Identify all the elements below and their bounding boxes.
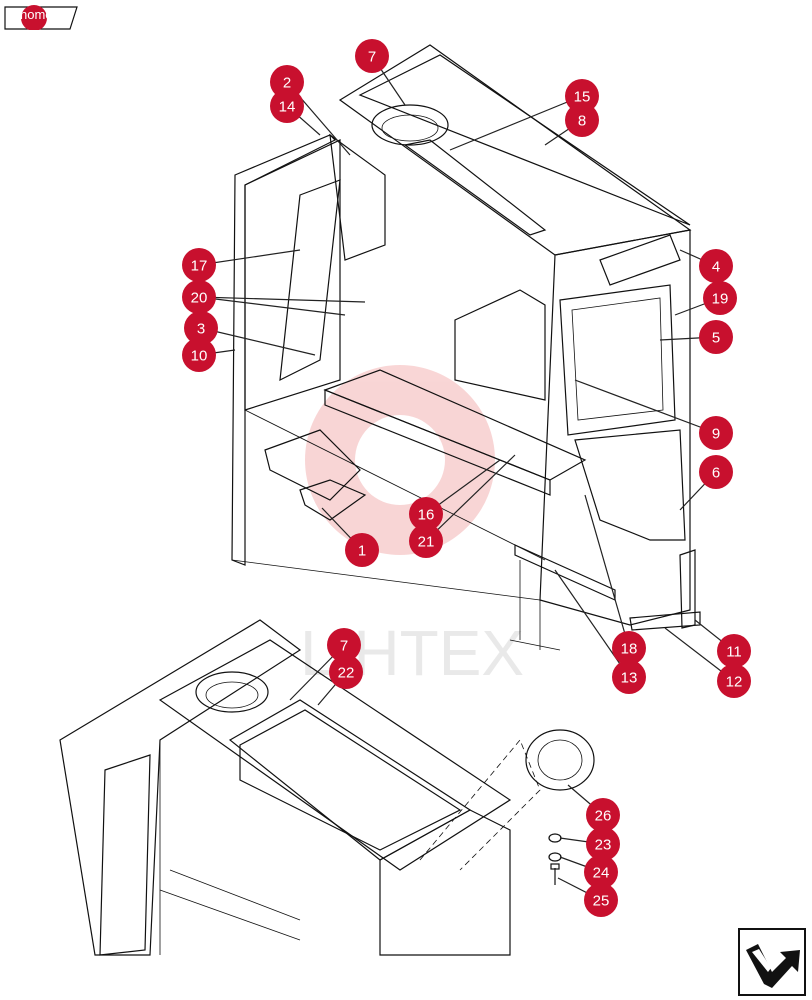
callout-label: 12 [726,674,743,691]
callout-label: 21 [418,534,435,551]
callout-5[interactable]: 5 [699,320,733,354]
callout-label: 17 [191,258,208,275]
home-button[interactable] [4,4,78,30]
callout-label: 8 [578,113,586,130]
next-page-button[interactable] [738,928,806,996]
callout-label: 19 [712,291,729,308]
callout-3[interactable]: 3 [184,311,218,345]
callout-25[interactable]: 25 [584,883,618,917]
callout-9[interactable]: 9 [699,416,733,450]
callout-18[interactable]: 18 [612,631,646,665]
gasket-ring [525,729,595,791]
callout-22[interactable]: 22 [329,655,363,689]
callout-2[interactable]: 2 [270,65,304,99]
callout-17[interactable]: 17 [182,248,216,282]
callout-16[interactable]: 16 [409,497,443,531]
callout-label: 9 [712,426,720,443]
callout-label: 3 [197,321,205,338]
callout-label: 6 [712,465,720,482]
callout-6[interactable]: 6 [699,455,733,489]
callout-7-lower[interactable]: 7 [327,628,361,662]
callout-label: 5 [712,330,720,347]
callout-label: 23 [595,837,612,854]
callout-24[interactable]: 24 [584,855,618,889]
callout-label: 14 [279,99,296,116]
callout-23[interactable]: 23 [586,827,620,861]
callouts: 7 2 14 15 8 17 20 3 10 4 19 5 9 6 16 21 … [182,39,751,917]
callout-label: 18 [621,641,638,658]
callout-label: 1 [358,543,366,560]
callout-15[interactable]: 15 [565,79,599,113]
callout-label: 2 [283,75,291,92]
callout-8[interactable]: 8 [565,103,599,137]
callout-label: 13 [621,670,638,687]
callout-label: 10 [191,348,208,365]
callout-label: 24 [593,865,610,882]
callout-label: 11 [726,644,742,661]
callout-1[interactable]: 1 [345,533,379,567]
callout-12[interactable]: 12 [717,664,751,698]
hardware-washer-bolt [548,833,562,885]
callout-label: 25 [593,893,610,910]
callout-26[interactable]: 26 [586,798,620,832]
callout-11[interactable]: 11 [717,634,751,668]
callout-label: 7 [340,638,348,655]
callout-label: 26 [595,808,612,825]
callout-19[interactable]: 19 [703,281,737,315]
callout-21[interactable]: 21 [409,524,443,558]
callout-13[interactable]: 13 [612,660,646,694]
callout-label: 16 [418,507,435,524]
callout-10[interactable]: 10 [182,338,216,372]
callout-7[interactable]: 7 [355,39,389,73]
callout-label: 4 [712,259,720,276]
upper-frame-assembly [231,44,701,651]
callout-14[interactable]: 14 [270,89,304,123]
callout-label: 15 [574,89,591,106]
callout-label: 7 [368,49,376,66]
callout-20[interactable]: 20 [182,280,216,314]
callout-4[interactable]: 4 [699,249,733,283]
lower-frame-assembly [59,619,541,956]
callout-label: 20 [191,290,208,307]
home-label: home [20,7,53,22]
callout-label: 22 [338,665,355,682]
arrow-next-icon [746,944,800,988]
